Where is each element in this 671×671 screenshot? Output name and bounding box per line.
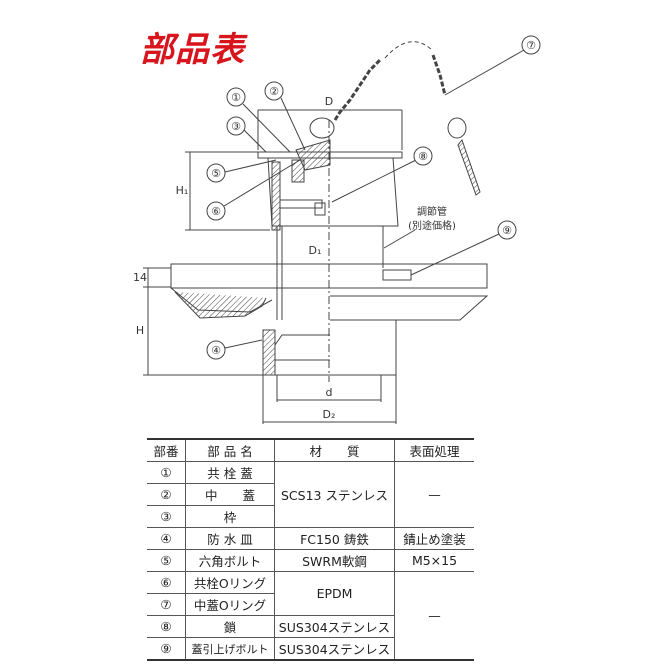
table-row: ③ 枠	[147, 505, 474, 528]
part-no: ③	[147, 505, 186, 528]
dim-H: H	[136, 324, 144, 337]
part-material: SCS13 ステンレス	[274, 461, 395, 528]
part-no: ②	[147, 483, 186, 506]
dim-D1: D₁	[309, 244, 322, 257]
part-no: ①	[147, 461, 186, 484]
part-material: FC150 鋳鉄	[274, 527, 395, 550]
table-row: ⑧ 鎖 SUS304ステンレス	[147, 615, 474, 638]
part-material: EPDM	[274, 571, 395, 616]
part-name: 中蓋Oリング	[185, 593, 275, 616]
note-adjust-pipe: 調節管	[417, 205, 447, 218]
part-finish: —	[394, 461, 474, 528]
part-finish: M5×15	[394, 549, 474, 572]
part-name: 中 蓋	[185, 483, 275, 506]
part-finish: 錆止め塗装	[394, 527, 474, 550]
part-name: 枠	[185, 505, 275, 528]
header-name: 部 品 名	[185, 438, 275, 462]
part-name: 六角ボルト	[185, 549, 275, 572]
part-name: 鎖	[185, 615, 275, 638]
part-no: ⑦	[147, 593, 186, 616]
part-no: ⑤	[147, 549, 186, 572]
callout-7: ⑦	[526, 39, 536, 52]
page-title: 部品表	[140, 30, 245, 70]
dim-D2: D₂	[323, 408, 336, 421]
callout-1: ①	[231, 91, 241, 104]
part-no: ⑥	[147, 571, 186, 594]
table-row: ⑨ 蓋引上げボルト SUS304ステンレス	[147, 637, 474, 661]
callout-4: ④	[211, 344, 221, 357]
callout-circles	[206, 35, 541, 360]
part-material: SWRM軟鋼	[274, 549, 395, 572]
table-row: ⑤ 六角ボルト SWRM軟鋼 M5×15	[147, 549, 474, 572]
callout-2: ②	[269, 85, 279, 98]
dim-14: 14	[133, 271, 147, 284]
table-row: ① 共 栓 蓋 SCS13 ステンレス —	[147, 461, 474, 528]
table-row: ⑦ 中蓋Oリング	[147, 593, 474, 616]
part-no: ⑧	[147, 615, 186, 638]
dim-d: d	[326, 386, 333, 399]
callout-5: ⑤	[211, 167, 221, 180]
part-name: 共栓Oリング	[185, 571, 275, 594]
part-material: SUS304ステンレス	[274, 637, 395, 661]
part-name: 防 水 皿	[185, 527, 275, 550]
header-finish: 表面処理	[394, 438, 474, 462]
note-sold-separately: (別途価格)	[408, 219, 456, 232]
callout-3: ③	[231, 120, 241, 133]
drain-drawing: ① ② ③ ④ ⑤ ⑥ ⑦ ⑧ ⑨ D H₁ D₁ 14 H d D₂ 調節管 …	[133, 35, 541, 424]
callout-6: ⑥	[211, 205, 221, 218]
part-no: ⑨	[147, 637, 186, 661]
parts-table: 部番 部 品 名 材 質 表面処理 ① 共 栓 蓋 SCS13 ステンレス — …	[147, 438, 474, 661]
dim-H1: H₁	[176, 184, 189, 197]
table-header: 部番 部 品 名 材 質 表面処理	[147, 438, 474, 462]
part-name: 蓋引上げボルト	[185, 637, 275, 661]
callout-9: ⑨	[502, 224, 512, 237]
header-material: 材 質	[274, 438, 395, 462]
part-material: SUS304ステンレス	[274, 615, 395, 638]
part-name: 共 栓 蓋	[185, 461, 275, 484]
part-finish: —	[394, 571, 474, 661]
table-row: ④ 防 水 皿 FC150 鋳鉄 錆止め塗装	[147, 527, 474, 550]
dim-D: D	[325, 95, 333, 108]
drawing-lines	[143, 41, 525, 424]
callout-8: ⑧	[418, 150, 428, 163]
header-no: 部番	[147, 438, 186, 462]
table-row: ⑥ 共栓Oリング EPDM —	[147, 571, 474, 661]
part-no: ④	[147, 527, 186, 550]
